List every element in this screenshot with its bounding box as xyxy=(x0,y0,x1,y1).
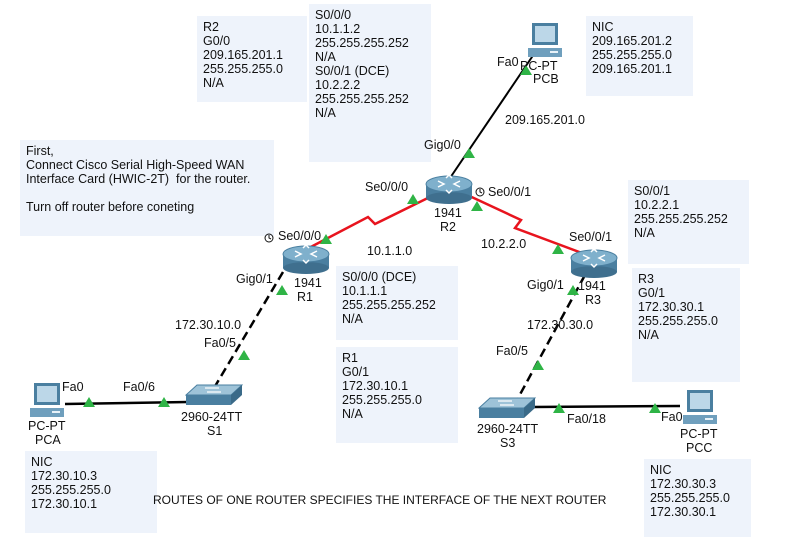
pc-pca[interactable] xyxy=(26,382,66,420)
router-icon xyxy=(425,173,473,204)
switch-s1[interactable] xyxy=(184,384,244,406)
note-pcb-nic: NIC 209.165.201.2 255.255.255.0 209.165.… xyxy=(586,16,693,96)
link-status-markers xyxy=(83,65,661,413)
link-up-icon xyxy=(532,360,544,370)
network-label-r3-s3: 172.30.30.0 xyxy=(527,318,594,332)
router-r1-name: R1 xyxy=(297,290,313,304)
link-r1-r2-serial[interactable] xyxy=(304,191,439,252)
port-label-r3-se001: Se0/0/1 xyxy=(569,230,613,244)
switch-icon xyxy=(477,397,537,418)
link-s3-pcc[interactable] xyxy=(532,404,681,409)
link-up-icon xyxy=(552,244,564,254)
link-up-icon xyxy=(463,148,475,158)
pc-icon xyxy=(30,383,64,417)
port-label-r3-gig01: Gig0/1 xyxy=(527,278,564,292)
network-label-r1-r2: 10.1.1.0 xyxy=(367,244,413,258)
link-up-icon xyxy=(83,397,95,407)
link-up-icon xyxy=(407,194,419,204)
port-label-s3-fa05: Fa0/5 xyxy=(496,344,528,358)
port-label-pcc-fa0: Fa0 xyxy=(661,410,683,424)
port-label-r2-se001: Se0/0/1 xyxy=(488,185,532,199)
port-label-s1-fa05: Fa0/5 xyxy=(204,336,236,350)
port-label-s1-fa06: Fa0/6 xyxy=(123,380,155,394)
note-pca-nic: NIC 172.30.10.3 255.255.255.0 172.30.10.… xyxy=(25,451,157,533)
network-label-r1-s1: 172.30.10.0 xyxy=(175,318,242,332)
network-label-r2-r3: 10.2.2.0 xyxy=(481,237,527,251)
link-r2-r3-serial[interactable] xyxy=(462,191,591,258)
note-r2-g00: R2 G0/0 209.165.201.1 255.255.255.0 N/A xyxy=(197,16,307,102)
network-label-r2-pcb: 209.165.201.0 xyxy=(505,113,585,127)
port-label-pca-fa0: Fa0 xyxy=(62,380,84,394)
pc-pcc[interactable] xyxy=(679,389,719,427)
link-r1-s1[interactable] xyxy=(212,271,285,389)
note-r1-s000: S0/0/0 (DCE) 10.1.1.1 255.255.255.252 N/… xyxy=(336,266,458,340)
switch-s3-name: S3 xyxy=(500,436,516,450)
switch-s1-model: 2960-24TT xyxy=(181,410,243,424)
router-icon xyxy=(282,243,330,274)
port-label-pcb-fa0: Fa0 xyxy=(497,55,519,69)
note-r3-s001: S0/0/1 10.2.2.1 255.255.255.252 N/A xyxy=(628,180,749,264)
pc-pcc-name: PCC xyxy=(686,441,713,455)
router-icon xyxy=(570,247,618,278)
pc-pcb-name: PCB xyxy=(533,72,559,86)
port-label-r2-gig00: Gig0/0 xyxy=(424,138,461,152)
note-r1-g01: R1 G0/1 172.30.10.1 255.255.255.0 N/A xyxy=(336,347,458,443)
diagram-caption: ROUTES OF ONE ROUTER SPECIFIES THE INTER… xyxy=(153,493,607,507)
port-label-r2-se000: Se0/0/0 xyxy=(365,180,409,194)
router-r2-model: 1941 xyxy=(434,206,462,220)
link-up-icon xyxy=(471,201,483,211)
link-up-icon xyxy=(649,403,661,413)
link-up-icon xyxy=(238,350,250,360)
note-pcc-nic: NIC 172.30.30.3 255.255.255.0 172.30.30.… xyxy=(644,459,751,537)
switch-s3-model: 2960-24TT xyxy=(477,422,539,436)
switch-s3[interactable] xyxy=(477,397,537,419)
router-r1-model: 1941 xyxy=(294,276,322,290)
note-r2-serial: S0/0/0 10.1.1.2 255.255.255.252 N/A S0/0… xyxy=(309,4,431,162)
link-up-icon xyxy=(567,285,579,295)
link-pca-s1[interactable] xyxy=(64,400,189,406)
pc-pcb-model: PC-PT xyxy=(520,59,558,73)
note-r3-g01: R3 G0/1 172.30.30.1 255.255.255.0 N/A xyxy=(632,268,740,382)
port-label-r1-gig01: Gig0/1 xyxy=(236,272,273,286)
link-up-icon xyxy=(553,403,565,413)
switch-icon xyxy=(184,384,244,405)
link-r3-s3[interactable] xyxy=(515,274,587,401)
clock-icon xyxy=(475,184,485,197)
note-instructions: First, Connect Cisco Serial High-Speed W… xyxy=(20,140,274,236)
router-r1[interactable] xyxy=(281,242,331,274)
router-r2[interactable] xyxy=(424,172,474,204)
port-label-s3-fa018: Fa0/18 xyxy=(567,412,606,426)
router-r3-name: R3 xyxy=(585,293,601,307)
link-up-icon xyxy=(520,65,532,75)
pc-icon xyxy=(528,23,562,57)
pc-pca-name: PCA xyxy=(35,433,61,447)
router-r2-name: R2 xyxy=(440,220,456,234)
link-up-icon xyxy=(276,285,288,295)
router-r3[interactable] xyxy=(569,246,619,278)
router-r3-model: 1941 xyxy=(578,279,606,293)
link-up-icon xyxy=(320,234,332,244)
pc-pca-model: PC-PT xyxy=(28,419,66,433)
switch-s1-name: S1 xyxy=(207,424,223,438)
clock-icon xyxy=(264,230,274,243)
pc-icon xyxy=(683,390,717,424)
pc-pcc-model: PC-PT xyxy=(680,427,718,441)
port-label-r1-se000: Se0/0/0 xyxy=(278,229,322,243)
pc-pcb[interactable] xyxy=(524,22,564,60)
link-up-icon xyxy=(158,397,170,407)
